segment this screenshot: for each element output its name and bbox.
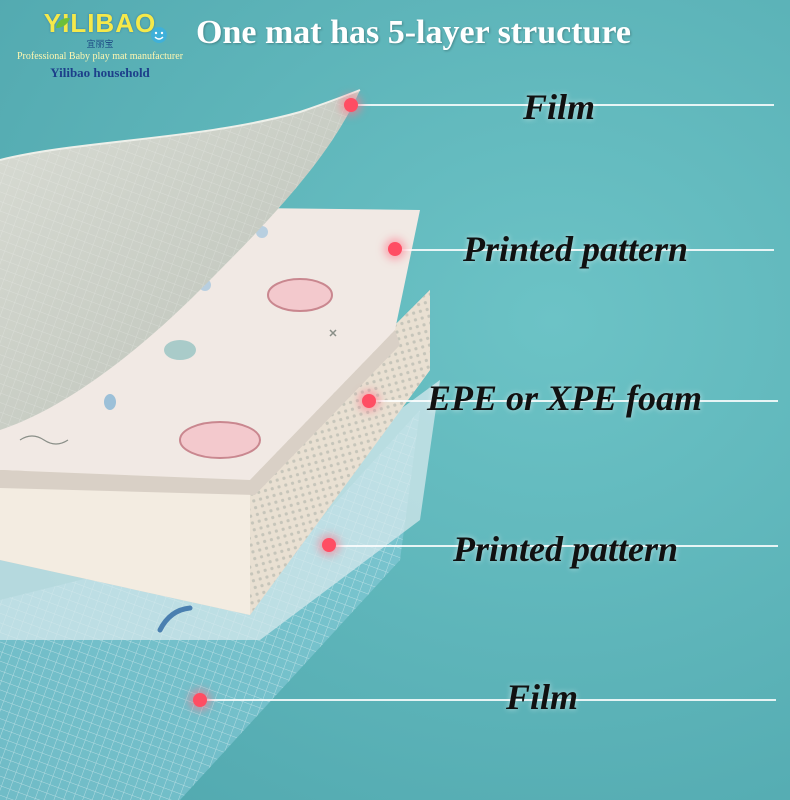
layer-label-film-top: Film: [523, 86, 595, 128]
marker-printed-lower: [322, 538, 336, 552]
layer-label-foam: EPE or XPE foam: [427, 377, 702, 419]
company-name: Yilibao household: [10, 64, 190, 82]
layer-label-printed-lower: Printed pattern: [453, 528, 678, 570]
leaf-icon: [54, 16, 72, 30]
layer-label-printed-upper: Printed pattern: [463, 228, 688, 270]
brand-logo: YILIBAO 宜丽宝 Professional Baby play mat m…: [10, 8, 190, 90]
marker-foam: [362, 394, 376, 408]
brand-tagline: Professional Baby play mat manufacturer: [10, 50, 190, 64]
layer-label-film-bottom: Film: [506, 676, 578, 718]
page-title: One mat has 5-layer structure: [196, 14, 631, 52]
marker-film-bottom: [193, 693, 207, 707]
marker-film-top: [344, 98, 358, 112]
smiley-face-icon: [150, 26, 168, 44]
leader-line-film-bottom: [204, 699, 776, 701]
marker-printed-upper: [388, 242, 402, 256]
